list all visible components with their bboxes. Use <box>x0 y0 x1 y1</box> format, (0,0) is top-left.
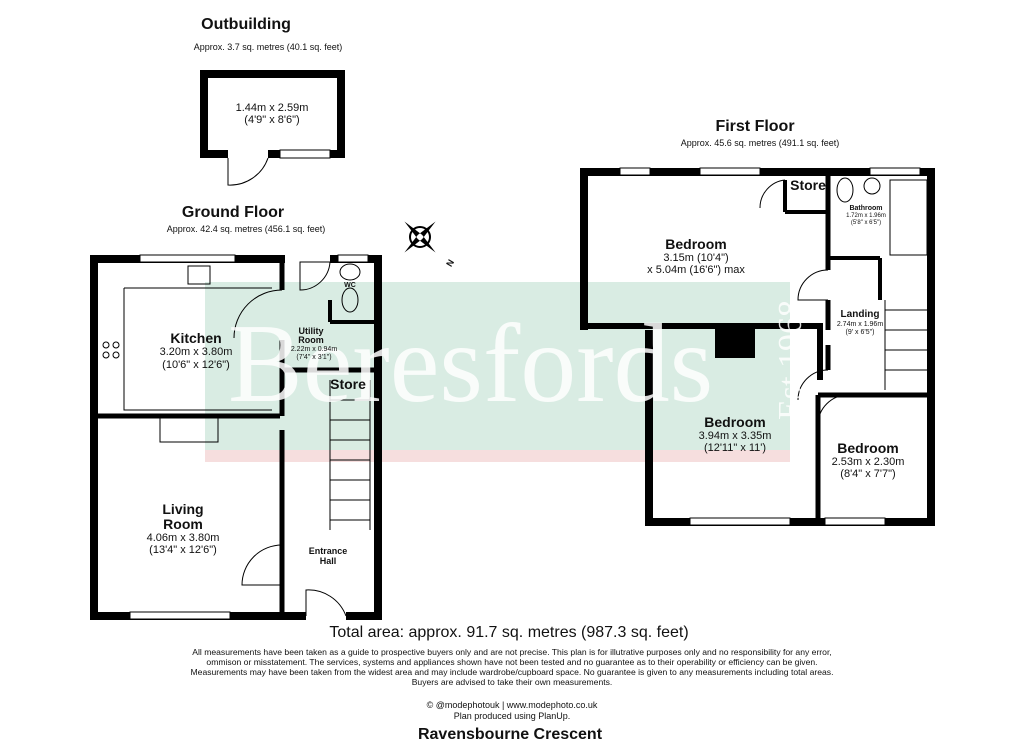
bathroom-dim-imperial: (5'8" x 6'5") <box>850 220 882 226</box>
living-room-label-1: Living <box>162 501 204 517</box>
first-store-label: Store <box>790 177 826 193</box>
ground-floor-title: Ground Floor <box>181 204 285 221</box>
utility-dim: 2.22m x 0.94m <box>290 346 338 353</box>
bedroom3-label: Bedroom <box>837 440 899 456</box>
watermark-brand: Beresfords <box>228 302 714 426</box>
landing-dim: 2.74m x 1.96m <box>836 321 884 328</box>
landing-label: Landing <box>840 309 880 320</box>
ground-floor-area: Approx. 42.4 sq. metres (456.1 sq. feet) <box>166 224 326 234</box>
bathroom-label: Bathroom <box>849 205 883 212</box>
bedroom2-label: Bedroom <box>704 414 766 430</box>
disclaimer: All measurements have been taken as a gu… <box>190 647 834 687</box>
bedroom1-dim: 3.15m (10'4") <box>663 252 729 264</box>
outbuilding-plan <box>200 70 345 186</box>
outbuilding-dim: 1.44m x 2.59m <box>235 102 309 114</box>
credit-line-1: © @modephotouk | www.modephoto.co.uk <box>426 700 598 710</box>
credit-line-2: Plan produced using PlanUp. <box>453 711 571 721</box>
utility-label-1: Utility <box>298 326 324 336</box>
bedroom3-dim: 2.53m x 2.30m <box>831 456 905 468</box>
outbuilding-dim-imperial: (4'9" x 8'6") <box>244 114 300 126</box>
outbuilding-title: Outbuilding <box>201 16 291 33</box>
utility-label-2: Room <box>298 335 324 345</box>
outbuilding-area: Approx. 3.7 sq. metres (40.1 sq. feet) <box>193 42 343 52</box>
compass-icon <box>404 221 436 253</box>
total-area: Total area: approx. 91.7 sq. metres (987… <box>329 624 689 641</box>
watermark-est: Est 1968 <box>772 300 809 420</box>
bedroom2-dim-imperial: (12'11" x 11') <box>703 442 767 454</box>
watermark-strip <box>205 450 790 462</box>
property-address: Ravensbourne Crescent <box>417 726 603 743</box>
first-floor-area: Approx. 45.6 sq. metres (491.1 sq. feet) <box>680 138 840 148</box>
bedroom1-dim2: x 5.04m (16'6") max <box>647 264 745 276</box>
bathroom-dim: 1.72m x 1.96m <box>846 213 886 219</box>
hall-label-1: Entrance <box>308 546 348 556</box>
bedroom1-label: Bedroom <box>665 236 727 252</box>
living-room-dim: 4.06m x 3.80m <box>146 532 220 544</box>
first-floor-plan <box>580 167 935 526</box>
first-floor-title: First Floor <box>715 118 795 135</box>
living-room-label-2: Room <box>163 516 203 532</box>
hall-label-2: Hall <box>319 556 337 566</box>
ground-floor-plan <box>90 254 382 620</box>
utility-dim-imperial: (7'4" x 3'1") <box>296 354 332 361</box>
ground-store-label: Store <box>330 376 366 392</box>
wc-label: WC <box>344 282 356 289</box>
kitchen-dim: 3.20m x 3.80m <box>159 346 233 358</box>
landing-dim-imperial: (9' x 6'5") <box>845 329 875 336</box>
kitchen-dim-imperial: (10'6" x 12'6") <box>162 359 230 371</box>
bedroom3-dim-imperial: (8'4" x 7'7") <box>840 468 896 480</box>
living-room-dim-imperial: (13'4" x 12'6") <box>149 544 217 556</box>
watermark-band <box>205 282 790 450</box>
bedroom2-dim: 3.94m x 3.35m <box>698 430 772 442</box>
kitchen-label: Kitchen <box>170 330 222 346</box>
